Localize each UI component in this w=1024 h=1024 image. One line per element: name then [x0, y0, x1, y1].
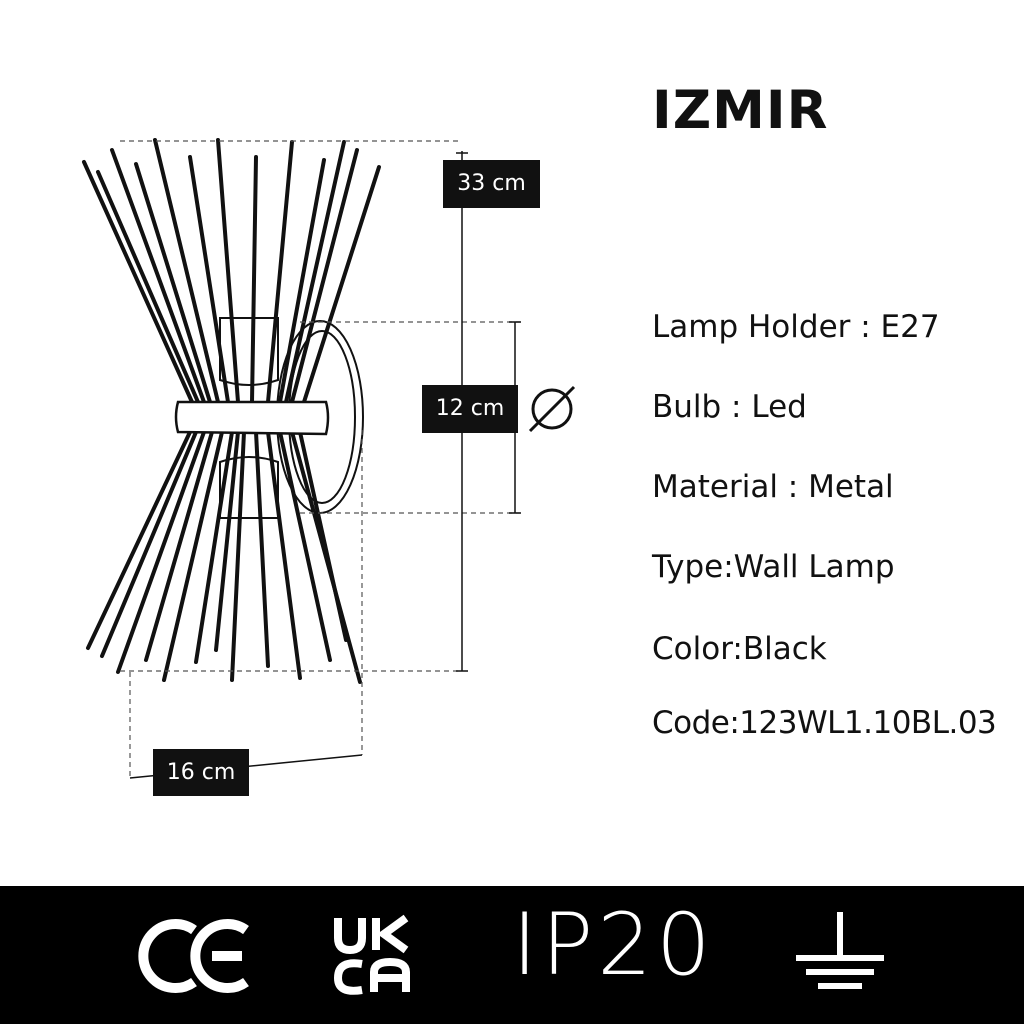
- diameter-dimension-label: 12 cm: [422, 385, 518, 433]
- spec-type: Type:Wall Lamp: [652, 549, 895, 585]
- spec-material: Material : Metal: [652, 469, 894, 505]
- ground-symbol-icon: [796, 912, 884, 989]
- bulb-holders: [219, 317, 279, 519]
- dimension-lines: [129, 151, 521, 779]
- height-dimension-label: 33 cm: [443, 160, 540, 208]
- ce-mark-icon: CE: [138, 919, 249, 993]
- product-title: IZMIR: [652, 80, 829, 141]
- certification-bar: CE UK IP20: [0, 886, 1024, 1024]
- ukca-mark-icon: UK: [333, 914, 410, 995]
- spec-lamp-holder: Lamp Holder : E27: [652, 309, 940, 345]
- upper-rods: [82, 138, 381, 404]
- diameter-icon: [528, 385, 576, 433]
- extension-lines: [120, 140, 520, 778]
- central-band: [174, 400, 330, 436]
- width-dimension-label: 16 cm: [153, 749, 249, 796]
- spec-bulb: Bulb : Led: [652, 389, 807, 425]
- spec-code: Code:123WL1.10BL.03: [652, 705, 997, 741]
- spec-color: Color:Black: [652, 631, 827, 667]
- ip-rating-label: IP20: [512, 895, 715, 995]
- lower-rods: [86, 430, 362, 684]
